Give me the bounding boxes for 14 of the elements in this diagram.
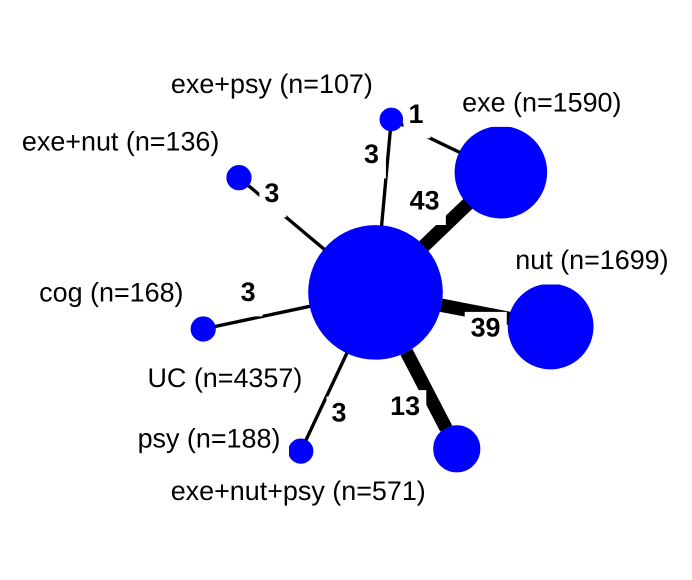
node-text: nut (n=1699) <box>515 244 669 275</box>
node-label: UC (n=4357) <box>148 363 302 394</box>
edge-label: 1 <box>408 98 424 129</box>
edge-label: 3 <box>264 178 280 208</box>
node-label: exe+nut+psy (n=571) <box>170 476 426 506</box>
node-label: exe+nut (n=136) <box>22 126 220 156</box>
edge-label: 43 <box>410 185 440 216</box>
edge-label: 3 <box>332 397 346 428</box>
edge-label: 3 <box>364 138 380 169</box>
edge-label: 13 <box>390 391 420 422</box>
node-label: cog (n=168) <box>39 278 184 308</box>
edge-label: 39 <box>470 312 501 343</box>
edge-label: 3 <box>240 276 256 307</box>
node-label: exe+psy (n=107) <box>170 69 373 99</box>
